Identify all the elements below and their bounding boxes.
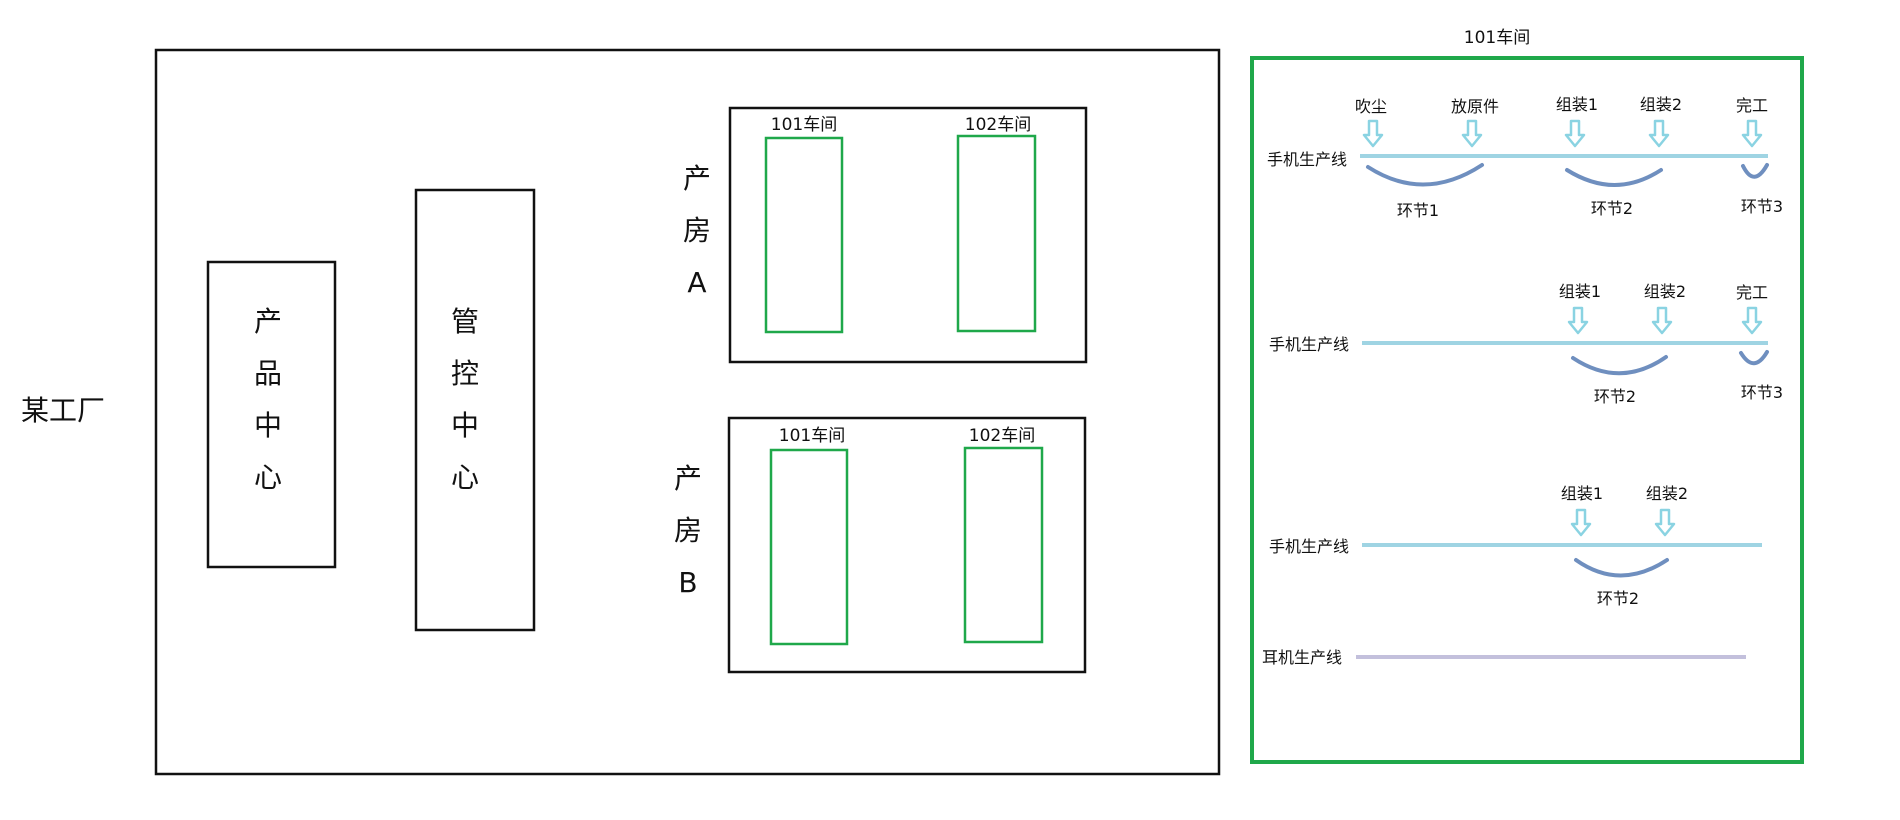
control-center-char-4: 心: [451, 461, 479, 494]
control-center-char-3: 中: [451, 409, 479, 442]
line-3-station-1-arrow: [1570, 508, 1592, 537]
building-a-char-1: 产: [683, 162, 711, 195]
line-1-station-4-arrow: [1648, 119, 1670, 148]
line-1-segment-3-label: 环节3: [1741, 197, 1783, 216]
line-2-station-2-arrow: [1651, 306, 1673, 335]
building-a-workshop-102-label: 102车间: [965, 115, 1031, 135]
line-2-segment-3-label: 环节3: [1741, 383, 1783, 402]
line-1-segment-2-brace: [1565, 168, 1663, 187]
line-2-station-1-arrow: [1567, 306, 1589, 335]
control-center-char-1: 管: [451, 305, 479, 338]
product-center-char-2: 品: [254, 357, 282, 390]
line-3-segment-2-label: 环节2: [1597, 589, 1639, 608]
line-3-station-1-label: 组装1: [1561, 484, 1603, 503]
product-center-char-4: 心: [254, 461, 282, 494]
line-1-station-1-arrow: [1362, 119, 1384, 148]
building-b-char-3: B: [678, 566, 697, 599]
building-a-workshop-102: [956, 134, 1037, 333]
product-center-char-3: 中: [254, 409, 282, 442]
line-2-station-3-label: 完工: [1736, 283, 1768, 302]
building-b-box: [727, 416, 1087, 674]
line-4-name: 耳机生产线: [1262, 648, 1342, 667]
line-1-station-3-arrow: [1564, 119, 1586, 148]
line-1-segment-1-brace: [1366, 163, 1484, 187]
line-1-station-2-label: 放原件: [1451, 97, 1499, 116]
line-3-name: 手机生产线: [1269, 537, 1349, 556]
workshop-detail-panel: [1250, 56, 1804, 764]
product-center-box: [206, 260, 337, 569]
line-1-station-3-label: 组装1: [1556, 95, 1598, 114]
line-2-name: 手机生产线: [1269, 335, 1349, 354]
building-b-workshop-101-label: 101车间: [779, 426, 845, 446]
line-2-station-2-label: 组装2: [1644, 282, 1686, 301]
building-a-box: [728, 106, 1088, 364]
line-3-station-2-arrow: [1654, 508, 1676, 537]
building-a-workshop-101: [764, 136, 844, 334]
building-b-char-1: 产: [674, 462, 702, 495]
line-1-segment-1-label: 环节1: [1397, 201, 1439, 220]
line-1-segment-3-brace: [1741, 163, 1769, 179]
line-2-station-1-label: 组装1: [1559, 282, 1601, 301]
building-a-char-2: 房: [683, 214, 711, 247]
line-2-station-3-arrow: [1741, 306, 1763, 335]
control-center-char-2: 控: [451, 357, 479, 390]
factory-frame: [154, 48, 1221, 776]
line-1-station-5-arrow: [1741, 119, 1763, 148]
building-a-workshop-101-label: 101车间: [771, 115, 837, 135]
factory-label: 某工厂: [21, 394, 105, 427]
line-1-station-2-arrow: [1461, 119, 1483, 148]
building-a-char-3: A: [687, 266, 706, 299]
line-3-station-2-label: 组装2: [1646, 484, 1688, 503]
building-b-char-2: 房: [674, 514, 702, 547]
line-1-station-4-label: 组装2: [1640, 95, 1682, 114]
building-b-workshop-102-label: 102车间: [969, 426, 1035, 446]
line-2-segment-3-brace: [1739, 350, 1769, 366]
line-1-segment-2-label: 环节2: [1591, 199, 1633, 218]
line-2-segment-2-brace: [1571, 355, 1668, 376]
line-1-station-1-label: 吹尘: [1355, 97, 1387, 116]
control-center-box: [414, 188, 536, 632]
line-3-segment-2-brace: [1574, 558, 1669, 578]
building-b-workshop-102: [963, 446, 1044, 644]
line-1-station-5-label: 完工: [1736, 96, 1768, 115]
line-1-name: 手机生产线: [1267, 150, 1347, 169]
line-2-segment-2-label: 环节2: [1594, 387, 1636, 406]
building-b-workshop-101: [769, 448, 849, 646]
detail-title: 101车间: [1464, 28, 1530, 48]
product-center-char-1: 产: [254, 305, 282, 338]
